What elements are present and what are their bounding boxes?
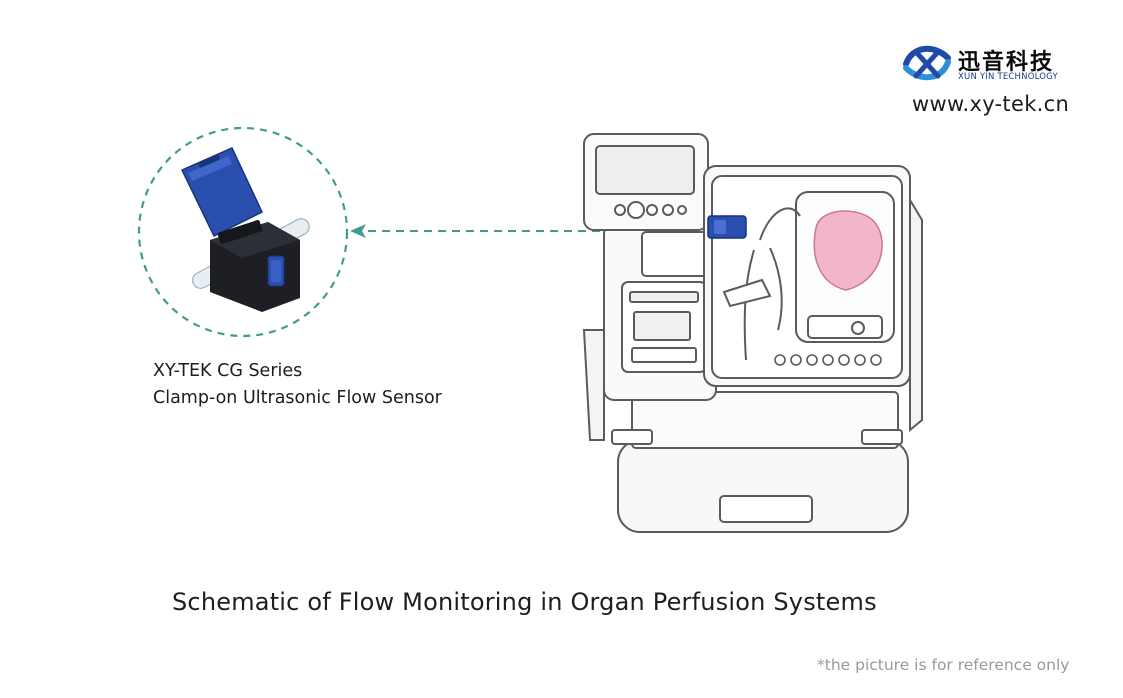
sensor-on-machine — [707, 215, 747, 239]
organ-shape — [813, 210, 883, 291]
sensor-caption-line2: Clamp-on Ultrasonic Flow Sensor — [153, 388, 442, 408]
brand-logo: 迅音科技 XUN YIN TECHNOLOGY — [900, 40, 1080, 84]
perfusion-machine-image — [582, 133, 923, 533]
reference-footnote: *the picture is for reference only — [817, 656, 1070, 674]
sensor-caption: XY-TEK CG Series Clamp-on Ultrasonic Flo… — [153, 358, 442, 412]
logo-chinese-name: 迅音科技 — [958, 50, 1055, 75]
website-url: www.xy-tek.cn — [912, 92, 1070, 116]
logo-emblem-icon — [903, 46, 951, 80]
sensor-caption-line1: XY-TEK CG Series — [153, 361, 303, 381]
sensor-highlight-circle — [137, 126, 349, 338]
figure-title: Schematic of Flow Monitoring in Organ Pe… — [172, 588, 877, 616]
flow-sensor-image — [180, 147, 310, 312]
logo-english-name: XUN YIN TECHNOLOGY — [958, 72, 1058, 82]
